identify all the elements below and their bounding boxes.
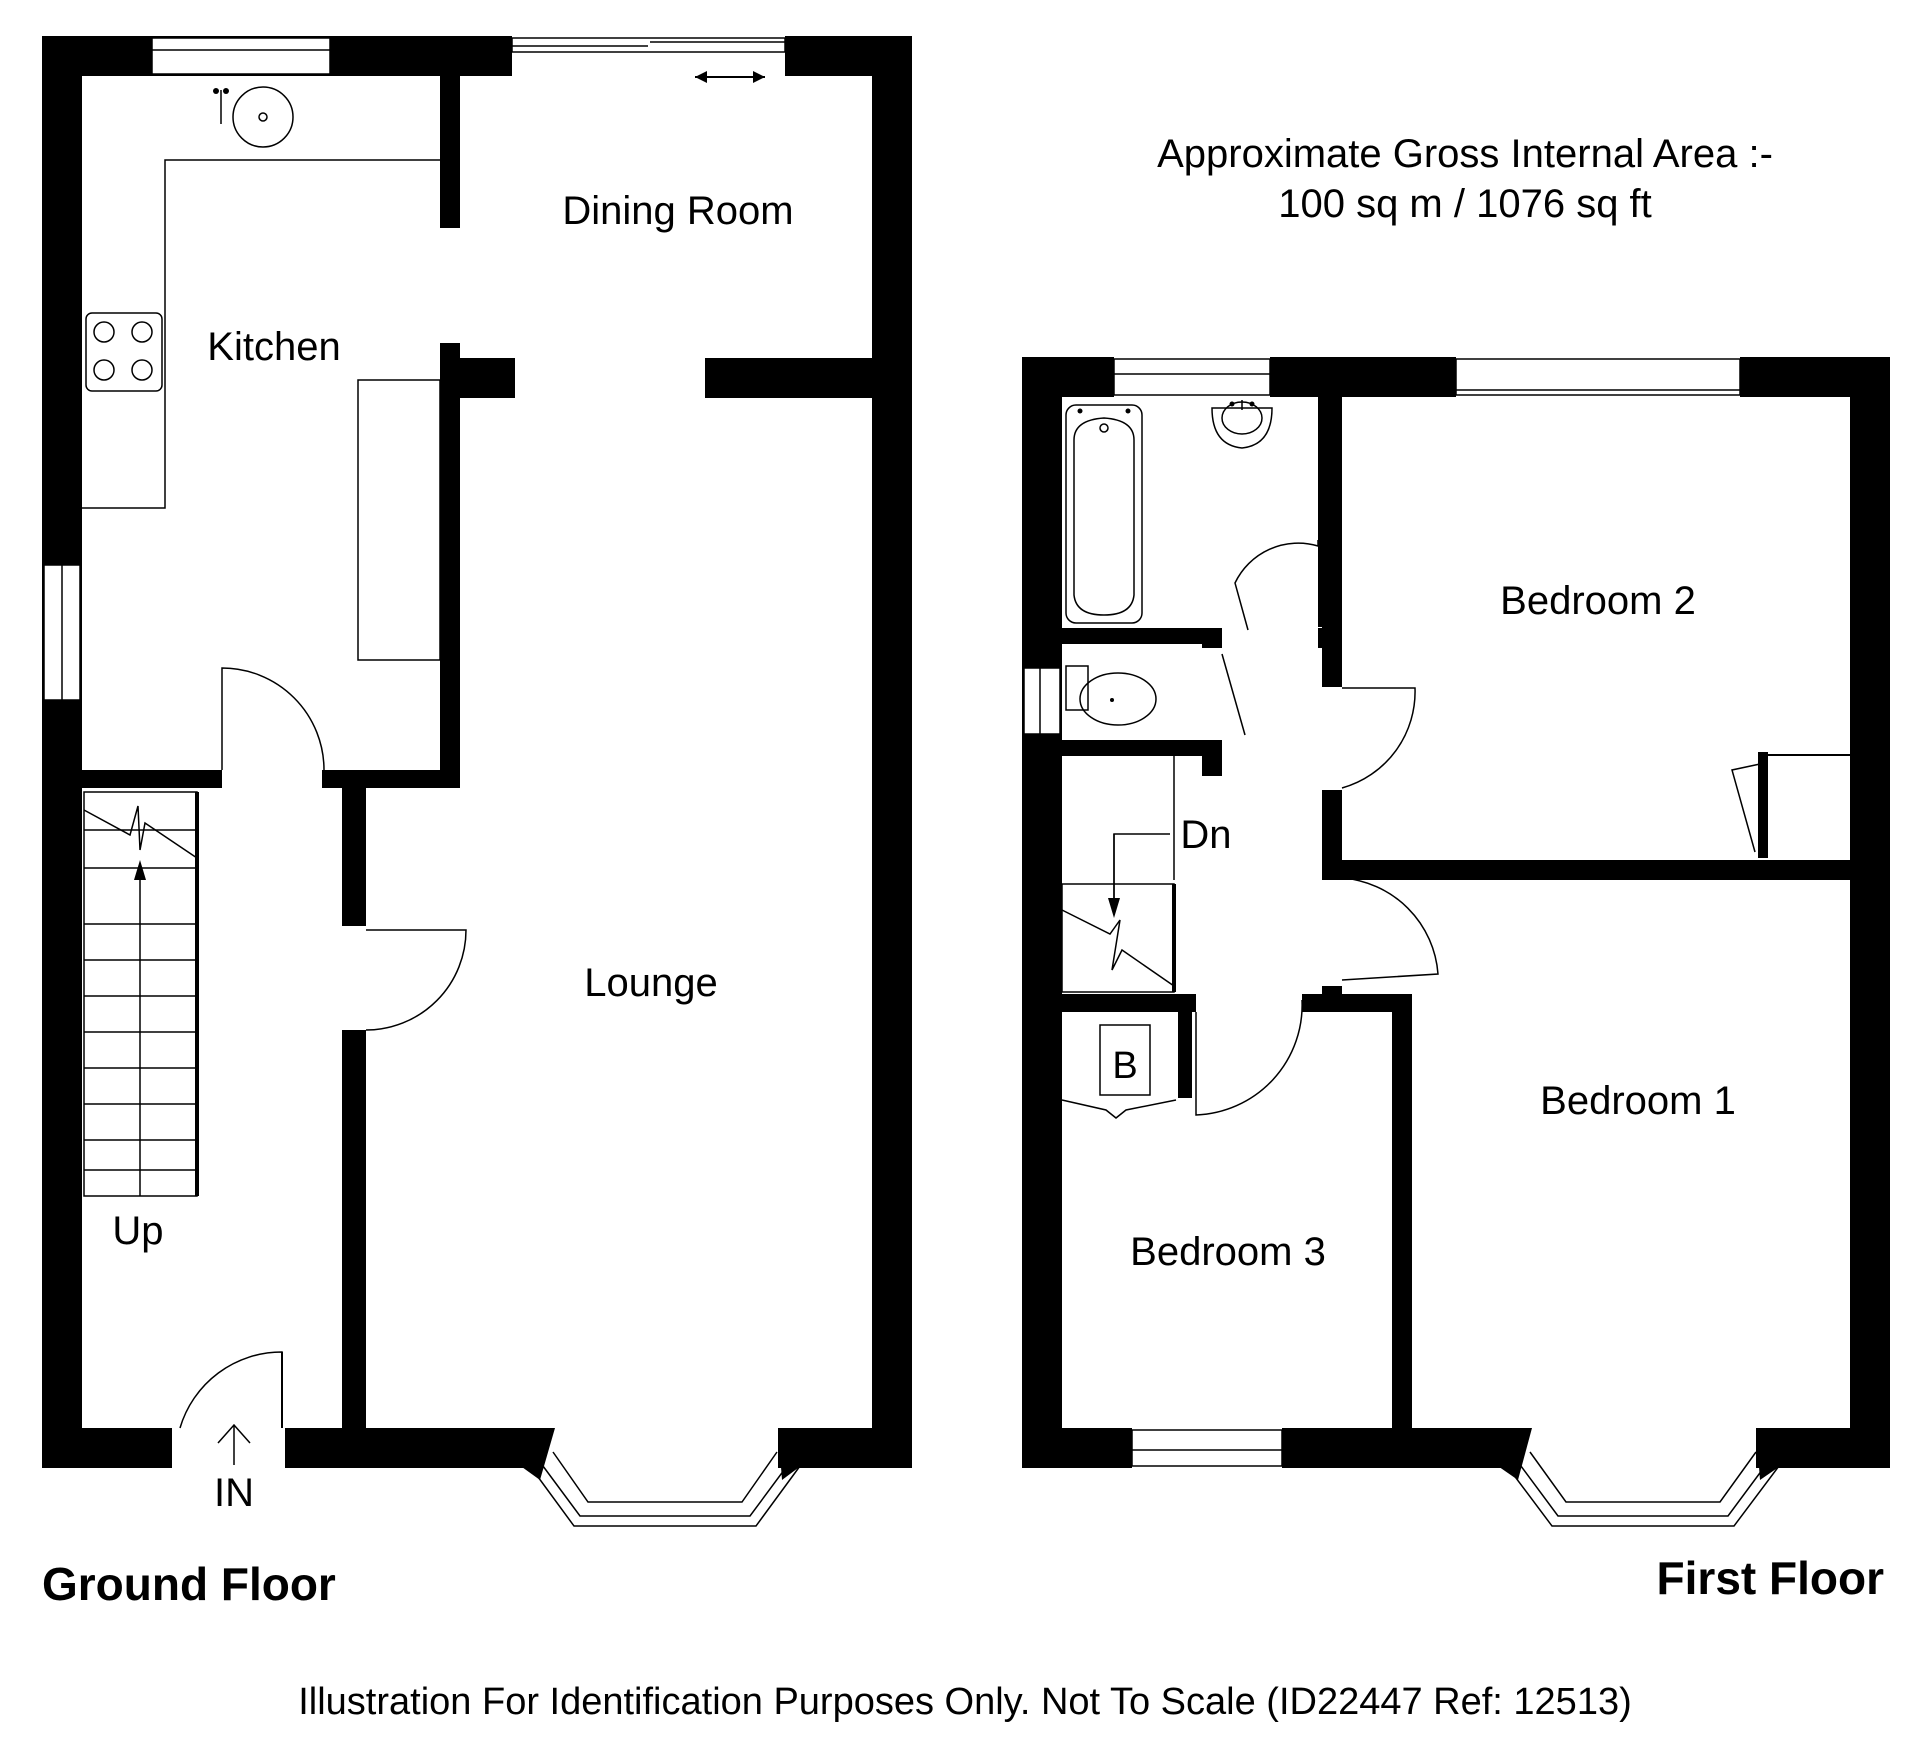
- boiler-label: B: [1112, 1045, 1137, 1087]
- bedroom3-door-swing: [1195, 999, 1303, 1116]
- ff-landing-bed2-wall-lower: [1322, 790, 1342, 880]
- ff-north-wall-a: [1022, 357, 1114, 397]
- gf-east-wall-lower: [872, 358, 912, 1468]
- ff-bed2-bed1-wall: [1322, 860, 1890, 880]
- stair-treads-first: [1061, 909, 1175, 987]
- gf-dining-nib-right: [705, 358, 912, 398]
- ground-floor-title: Ground Floor: [42, 1558, 336, 1610]
- ff-bedroom3-window: [1131, 1429, 1283, 1467]
- kitchen-sink-icon: [232, 86, 294, 148]
- bedroom1-door-swing: [1341, 877, 1439, 981]
- gf-south-wall-mid: [285, 1428, 535, 1468]
- room-label-kitchen: Kitchen: [207, 325, 340, 369]
- ff-east-wall: [1850, 357, 1890, 1468]
- bath-icon: [1065, 404, 1143, 624]
- ff-bath-south-wall: [1062, 628, 1202, 644]
- ff-stair-south-wall: [1062, 994, 1196, 1012]
- room-label-bedroom3: Bedroom 3: [1130, 1230, 1326, 1274]
- kitchen-unit: [357, 379, 441, 661]
- gf-kitchen-south-wall-right: [322, 770, 460, 788]
- wc-door-swing: [1221, 653, 1246, 736]
- ff-north-wall-b: [1270, 357, 1456, 397]
- gf-south-wall-left: [42, 1428, 172, 1468]
- room-label-bedroom1: Bedroom 1: [1540, 1079, 1736, 1123]
- stairs-down-label: Dn: [1180, 813, 1231, 857]
- ff-west-wall: [1022, 357, 1062, 1468]
- kitchen-door-swing: [221, 667, 325, 771]
- gf-hall-lounge-wall-upper: [342, 788, 366, 926]
- ff-bedroom2-window: [1455, 358, 1741, 396]
- toilet-icon: [1065, 665, 1089, 711]
- room-label-lounge: Lounge: [584, 961, 717, 1005]
- gf-dining-nib-left: [440, 358, 515, 398]
- ground-floor-plan: [42, 36, 912, 1527]
- ff-bed1-bed3-wall: [1392, 994, 1412, 1428]
- bedroom2-door-swing: [1341, 687, 1416, 789]
- gf-hall-lounge-wall-lower: [342, 1030, 366, 1468]
- gf-kitchen-dining-wall-upper: [440, 76, 460, 228]
- ff-bay-window: [1492, 1428, 1786, 1527]
- ff-wc-south-wall: [1062, 740, 1222, 756]
- hob-icon: [85, 312, 163, 392]
- kitchen-worktop: [82, 159, 440, 509]
- footer-disclaimer: Illustration For Identification Purposes…: [298, 1681, 1632, 1723]
- area-line-2: 100 sq m / 1076 sq ft: [1278, 182, 1652, 226]
- area-line-1: Approximate Gross Internal Area :-: [1157, 132, 1773, 176]
- first-floor-plan: [1022, 357, 1890, 1527]
- gf-kitchen-south-wall-left: [82, 770, 222, 788]
- room-label-bedroom2: Bedroom 2: [1500, 579, 1696, 623]
- ff-wc-window: [1023, 667, 1061, 735]
- ff-south-wall-a: [1022, 1428, 1132, 1468]
- entrance-label: IN: [214, 1471, 254, 1515]
- front-door-swing: [179, 1351, 283, 1429]
- gf-kitchen-window: [151, 37, 331, 75]
- ff-landing-bed2-wall-upper: [1322, 397, 1342, 687]
- gf-kitchen-lounge-wall: [440, 343, 460, 788]
- ff-south-wall-b: [1282, 1428, 1512, 1468]
- cupboard-doors: [1061, 1099, 1177, 1119]
- ff-cupboard-wall: [1178, 994, 1192, 1098]
- bathroom-door-swing: [1234, 540, 1319, 631]
- gf-bay-window: [515, 1428, 806, 1527]
- lounge-door-swing: [365, 929, 467, 1031]
- stairs-up-label: Up: [112, 1209, 163, 1253]
- ff-bed3-north-wall: [1302, 994, 1410, 1012]
- gf-east-wall-upper: [872, 36, 912, 358]
- room-label-dining: Dining Room: [562, 189, 793, 233]
- first-floor-title: First Floor: [1657, 1552, 1885, 1604]
- gf-patio-doors: [511, 37, 786, 53]
- boiler-box: [1099, 1024, 1151, 1096]
- basin-icon: [1211, 407, 1273, 449]
- gf-west-wall: [42, 36, 82, 1468]
- ff-bathroom-window: [1113, 358, 1271, 396]
